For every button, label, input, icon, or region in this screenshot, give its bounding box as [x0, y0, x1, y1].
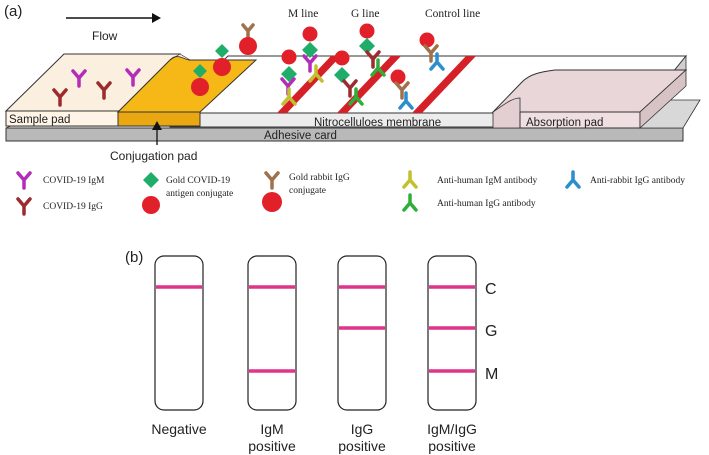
control-line-stripe: [412, 56, 476, 113]
strip-outline: [337, 255, 387, 411]
legend-anti-igm-label: Anti-human IgM antibody: [437, 176, 538, 186]
conj-gold-rabbit: [237, 23, 259, 57]
strip-label-sub: positive: [248, 438, 296, 454]
absorption-pad: [491, 69, 688, 129]
m-line-complexes: [280, 26, 324, 106]
legend-anti-igm-icon: [402, 170, 418, 189]
legend-igg-icon: [16, 197, 32, 216]
sample-pad-label: Sample pad: [9, 114, 70, 126]
control-line-label: Control line: [425, 8, 480, 20]
m-line-letter: M: [485, 366, 498, 383]
adhesive-card-label: Adhesive card: [264, 130, 337, 142]
m-line-label: M line: [288, 8, 318, 20]
strip-outline: [247, 255, 297, 411]
strip-label: IgM/IgG: [427, 421, 477, 437]
sample-pad: [4, 53, 182, 127]
strip-label: IgG: [351, 421, 374, 437]
panel-b-label: (b): [125, 249, 143, 266]
conjugation-pad-label: Conjugation pad: [110, 149, 197, 163]
c-line-letter: C: [485, 281, 497, 298]
membrane-label: Nitrocelluloes membrane: [314, 117, 441, 129]
legend-anti-rabbit-icon: [565, 170, 581, 189]
legend-gold-antigen-label-1: Gold COVID-19: [166, 176, 230, 186]
legend-gold-rabbit-antibody-icon: [264, 171, 280, 190]
conjugation-pad-arrow: [152, 121, 162, 145]
g-line-letter: G: [485, 323, 497, 340]
flow-label: Flow: [92, 29, 118, 43]
legend-gold-rabbit-label-1: Gold rabbit IgG: [289, 173, 350, 183]
legend-igg-label: COVID-19 IgG: [43, 202, 103, 212]
legend-anti-rabbit-label: Anti-rabbit IgG antibody: [590, 176, 685, 186]
strip-label-sub: positive: [338, 438, 386, 454]
test-strip: Negative: [151, 255, 207, 437]
absorption-pad-label: Absorption pad: [526, 117, 603, 129]
legend-anti-igg-icon: [402, 193, 418, 212]
legend-gold-rabbit-circle-icon: [262, 192, 282, 212]
legend-gold-antigen-diamond-icon: [143, 172, 159, 188]
legend-igm-icon: [16, 171, 32, 190]
legend-gold-rabbit-label-2: conjugate: [289, 186, 326, 196]
control-line-complexes: [390, 32, 445, 110]
strip-outline: [427, 255, 477, 411]
legend-igm-label: COVID-19 IgM: [43, 176, 105, 186]
strip-label: IgM: [260, 421, 283, 437]
panel-a-label: (a): [4, 3, 22, 20]
strip-label-sub: positive: [428, 438, 476, 454]
strip-outline: [154, 255, 204, 411]
flow-arrow: [66, 13, 161, 23]
g-line-label: G line: [351, 8, 379, 20]
legend-gold-antigen-label-2: antigen conjugate: [166, 189, 233, 199]
strip-label: Negative: [151, 421, 206, 437]
legend: COVID-19 IgM COVID-19 IgG Gold COVID-19 …: [16, 170, 685, 216]
m-line-stripe: [277, 56, 341, 113]
g-line-complexes: [334, 23, 386, 106]
legend-gold-antigen-circle-icon: [142, 196, 160, 214]
legend-anti-igg-label: Anti-human IgG antibody: [437, 199, 536, 209]
